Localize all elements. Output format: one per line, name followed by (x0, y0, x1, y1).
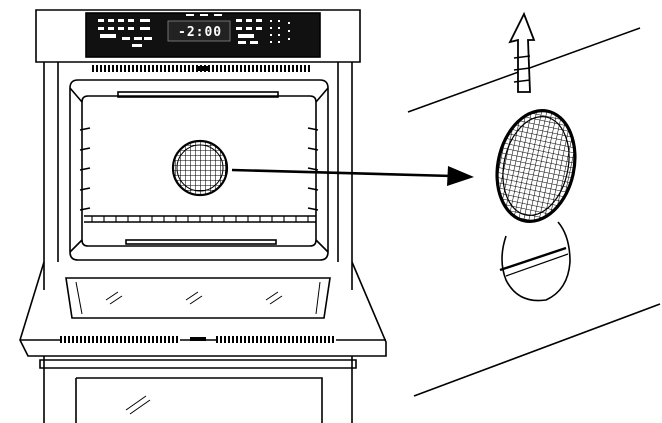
display-indicators (186, 14, 222, 16)
oven-side-frame (43, 62, 353, 290)
right-arrow-icon (231, 166, 474, 186)
oven-rack (84, 215, 316, 223)
control-panel-housing (35, 9, 361, 63)
convection-filter-detail (495, 109, 577, 223)
lower-trim (39, 359, 357, 369)
right-keypad (236, 19, 290, 44)
broil-element (117, 91, 279, 98)
convection-filter-in-oven (171, 139, 229, 197)
lower-cabinet-sides (43, 356, 353, 423)
door-latch (190, 337, 206, 341)
left-keypad (98, 19, 152, 47)
time-display (167, 20, 231, 42)
door-vent-right (216, 336, 336, 343)
up-arrow-icon (508, 11, 536, 93)
wall-oven: -2:00 (19, 9, 387, 423)
lower-oven-door (75, 377, 323, 423)
cavity-corner-lines (69, 87, 329, 253)
door-vent-left (60, 336, 180, 343)
filter-mounting-bracket (499, 221, 571, 302)
display-time-text: -2:00 (178, 25, 222, 40)
door-window (65, 277, 331, 319)
oven-inner-frame (57, 62, 339, 262)
top-vent-latch (196, 66, 210, 71)
filter-detail-view (407, 11, 661, 397)
rack-guides (79, 127, 319, 211)
window-reflections (105, 291, 283, 305)
oven-door (19, 261, 387, 357)
back-wall-line-lower (413, 303, 661, 397)
lower-window-reflection (125, 395, 151, 415)
bake-element (125, 239, 277, 245)
